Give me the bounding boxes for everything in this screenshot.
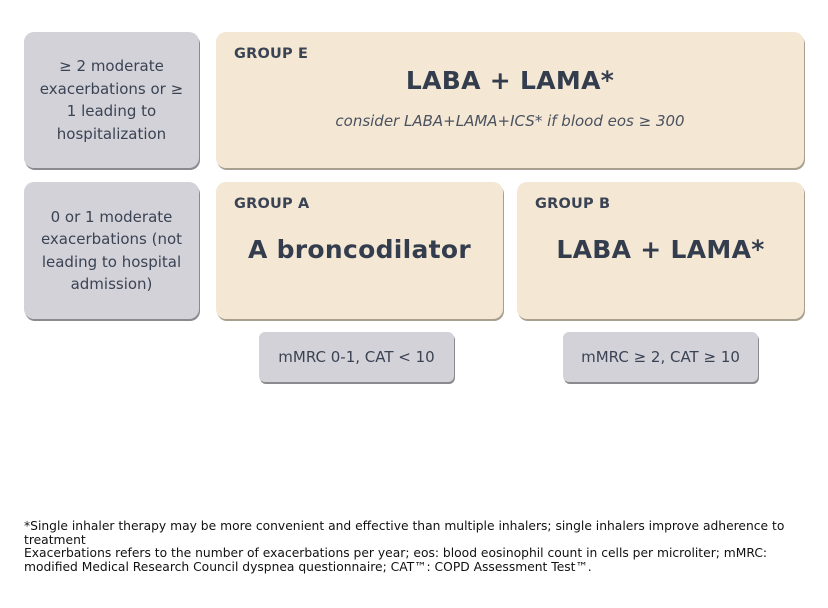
footnote-single-inhaler: *Single inhaler therapy may be more conv… [24,519,785,547]
group-a-box: GROUP A A broncodilator [216,182,503,319]
row-label-low-risk-text: 0 or 1 moderate exacerbations (not leadi… [40,207,183,294]
group-b-title: GROUP B [535,196,611,212]
row-label-low-risk: 0 or 1 moderate exacerbations (not leadi… [24,182,199,319]
group-b-treatment: LABA + LAMA* [556,235,765,264]
group-e-treatment: LABA + LAMA* [405,66,615,95]
criteria-a-text: mMRC 0-1, CAT < 10 [278,348,435,366]
group-e-box: GROUP E LABA + LAMA* consider LABA+LAMA+… [216,32,804,168]
group-e-title: GROUP E [234,46,309,62]
criteria-b-text: mMRC ≥ 2, CAT ≥ 10 [581,348,740,366]
criteria-a: mMRC 0-1, CAT < 10 [259,332,454,382]
group-a-title: GROUP A [234,196,310,212]
footnotes: *Single inhaler therapy may be more conv… [24,519,814,574]
criteria-b: mMRC ≥ 2, CAT ≥ 10 [563,332,758,382]
group-a-treatment: A broncodilator [247,235,472,264]
footnote-definitions: Exacerbations refers to the number of ex… [24,546,768,574]
row-label-high-risk: ≥ 2 moderate exacerbations or ≥ 1 leadin… [24,32,199,168]
row-label-high-risk-text: ≥ 2 moderate exacerbations or ≥ 1 leadin… [39,57,184,143]
group-b-box: GROUP B LABA + LAMA* [517,182,804,319]
group-e-note: consider LABA+LAMA+ICS* if blood eos ≥ 3… [335,112,685,130]
